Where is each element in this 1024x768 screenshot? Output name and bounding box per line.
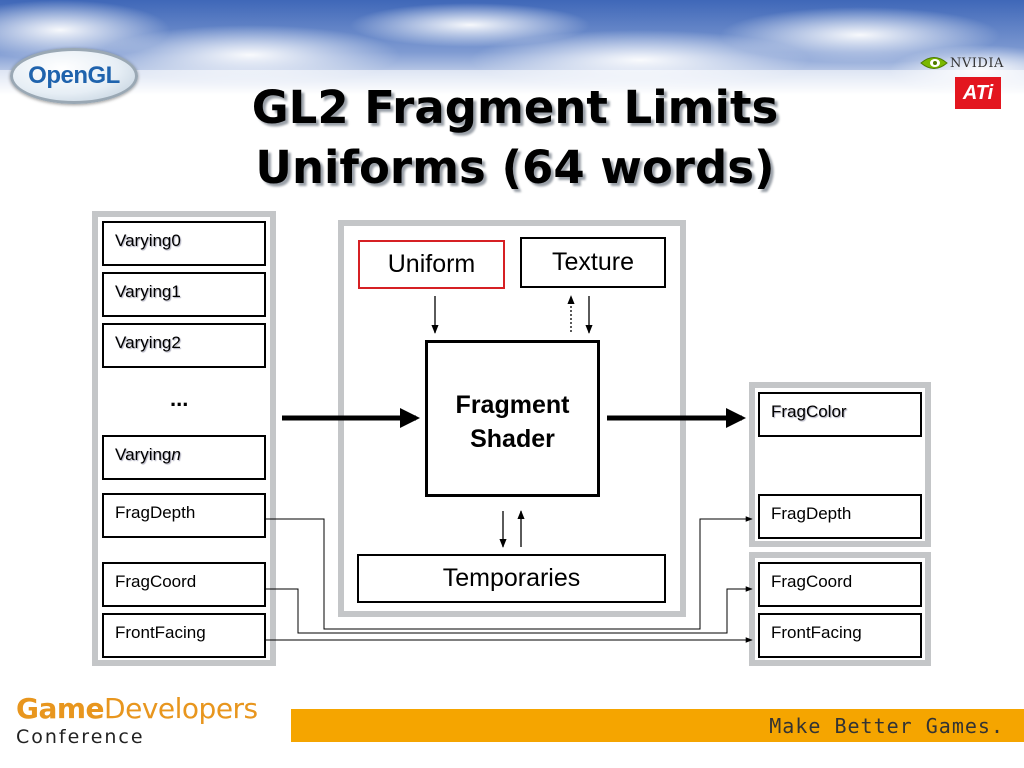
tagline-text: Make Better Games. (769, 713, 1004, 738)
uniform-label: Uniform (387, 250, 476, 278)
gdc-logo-main: GameDevelopers (16, 692, 258, 726)
slide-title: GL2 Fragment Limits Uniforms (64 words) (200, 78, 830, 198)
gdc-logo-conference: Conference (16, 726, 145, 748)
nvidia-logo-text: NVIDIA (950, 55, 1004, 71)
varying0-box: Varying0 (102, 221, 266, 266)
varying0-label: Varying0 (115, 231, 181, 250)
tagline-bar: Make Better Games. (291, 709, 1024, 742)
input-frontfacing-label: FrontFacing (115, 623, 206, 642)
texture-label: Texture (552, 248, 634, 276)
title-line-1: GL2 Fragment Limits (251, 81, 779, 134)
nvidia-logo: NVIDIA (920, 53, 1024, 73)
varying1-label: Varying1 (115, 282, 181, 301)
output-fragcoord-label: FragCoord (771, 572, 853, 591)
temporaries-label: Temporaries (442, 564, 581, 592)
input-fragdepth-label: FragDepth (115, 503, 196, 522)
opengl-logo: OpenGL (10, 48, 138, 104)
ati-logo-text: ATi (962, 81, 994, 104)
varying-n-prefix: Varying (115, 445, 172, 464)
texture-box: Texture (520, 237, 666, 288)
output-fragdepth-box: FragDepth (758, 494, 922, 539)
varying-ellipsis: ... (170, 386, 189, 411)
varying1-box: Varying1 (102, 272, 266, 317)
uniform-box: Uniform (358, 240, 505, 289)
varying-n-box: Varyingn (102, 435, 266, 480)
fragment-shader-box: Fragment Shader (425, 340, 600, 497)
output-fragdepth-label: FragDepth (771, 504, 852, 523)
input-fragdepth-box: FragDepth (102, 493, 266, 538)
input-frontfacing-box: FrontFacing (102, 613, 266, 658)
ati-logo: ATi (955, 77, 1001, 109)
title-line-2: Uniforms (64 words) (255, 141, 775, 194)
temporaries-box: Temporaries (357, 554, 666, 603)
output-frontfacing-label: FrontFacing (771, 623, 862, 642)
fragcolor-box: FragColor (758, 392, 922, 437)
sky-banner (0, 0, 1024, 95)
opengl-logo-text: OpenGL (28, 62, 120, 89)
varying-n-suffix: n (171, 445, 181, 464)
output-fragcoord-box: FragCoord (758, 562, 922, 607)
nvidia-eye-icon (920, 57, 948, 69)
input-fragcoord-label: FragCoord (115, 572, 197, 591)
varying2-label: Varying2 (115, 333, 181, 352)
output-frontfacing-box: FrontFacing (758, 613, 922, 658)
gdc-logo-developers: Developers (104, 692, 258, 725)
gdc-logo: GameDevelopers Conference (16, 692, 258, 748)
fragcolor-label: FragColor (771, 402, 847, 421)
input-fragcoord-box: FragCoord (102, 562, 266, 607)
fragment-shader-line-1: Fragment (455, 391, 570, 419)
fragment-shader-line-2: Shader (470, 425, 555, 453)
gdc-logo-game: Game (16, 692, 105, 725)
varying2-box: Varying2 (102, 323, 266, 368)
